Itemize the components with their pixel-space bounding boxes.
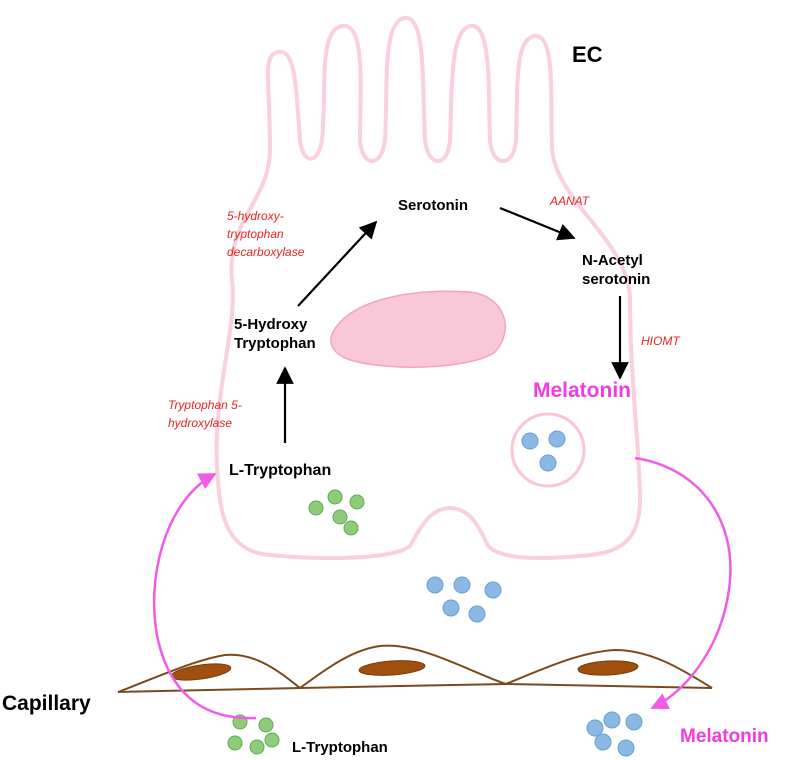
capillary-nucleus	[358, 660, 426, 676]
l-tryptophan-cell-label: L-Tryptophan	[229, 462, 331, 479]
granule-blue	[468, 605, 486, 623]
granule-green	[264, 732, 280, 748]
nacetyl-label-line2: serotonin	[582, 271, 650, 288]
decarboxylase-enzyme-label: 5-hydroxy-	[227, 209, 284, 223]
granule-green	[343, 520, 359, 536]
granule-green	[332, 509, 348, 525]
arrow-serotonin-to-nacetyl	[499, 206, 576, 241]
nucleus	[330, 290, 506, 368]
serotonin-label: Serotonin	[398, 197, 468, 214]
decarboxylase-enzyme-label: tryptophan	[227, 227, 284, 241]
hiomt-enzyme-label: HIOMT	[641, 334, 681, 348]
hydroxylase-enzyme-label: hydroxylase	[168, 416, 232, 430]
granule-green	[249, 739, 265, 755]
granule-blue	[442, 599, 460, 617]
granule-blue	[426, 576, 444, 594]
capillary-nucleus	[577, 660, 639, 676]
hydroxylase-enzyme-label: Tryptophan 5-	[168, 398, 242, 412]
granule-green	[349, 494, 365, 510]
hydroxy-trp-label-line1: 5-Hydroxy	[234, 316, 308, 333]
aanat-enzyme-label: AANAT	[549, 194, 591, 208]
capillary-wall	[117, 644, 713, 693]
arrow-5htp-to-serotonin	[297, 220, 378, 307]
ec-label: EC	[572, 42, 603, 67]
granule-blue	[617, 739, 635, 757]
granule-blue	[521, 432, 539, 450]
granule-blue	[625, 713, 643, 731]
ec-cell-membrane	[214, 15, 642, 561]
hydroxy-trp-label-line2: Tryptophan	[234, 335, 316, 352]
granule-green	[227, 735, 243, 751]
capillary-label: Capillary	[2, 692, 91, 715]
capillary-wall-lower	[117, 682, 713, 693]
l-tryptophan-blood-label: L-Tryptophan	[292, 739, 388, 756]
granule-blue	[603, 711, 621, 729]
granule-blue	[484, 581, 502, 599]
melatonin-blood-label: Melatonin	[680, 726, 769, 747]
nacetyl-label-line1: N-Acetyl	[582, 252, 643, 269]
granule-green	[327, 489, 343, 505]
arrow-ltrp-uptake	[152, 472, 257, 720]
granule-blue	[539, 454, 557, 472]
granule-blue	[548, 430, 566, 448]
granule-blue	[586, 719, 604, 737]
granule-green	[308, 500, 324, 516]
melatonin-cell-label: Melatonin	[533, 379, 631, 402]
melatonin-vesicle	[510, 412, 586, 488]
decarboxylase-enzyme-label: decarboxylase	[227, 245, 305, 259]
granule-blue	[594, 733, 612, 751]
granule-green	[258, 717, 274, 733]
capillary-nucleus	[170, 663, 232, 681]
arrow-melatonin-release	[634, 456, 732, 710]
granule-blue	[453, 576, 471, 594]
